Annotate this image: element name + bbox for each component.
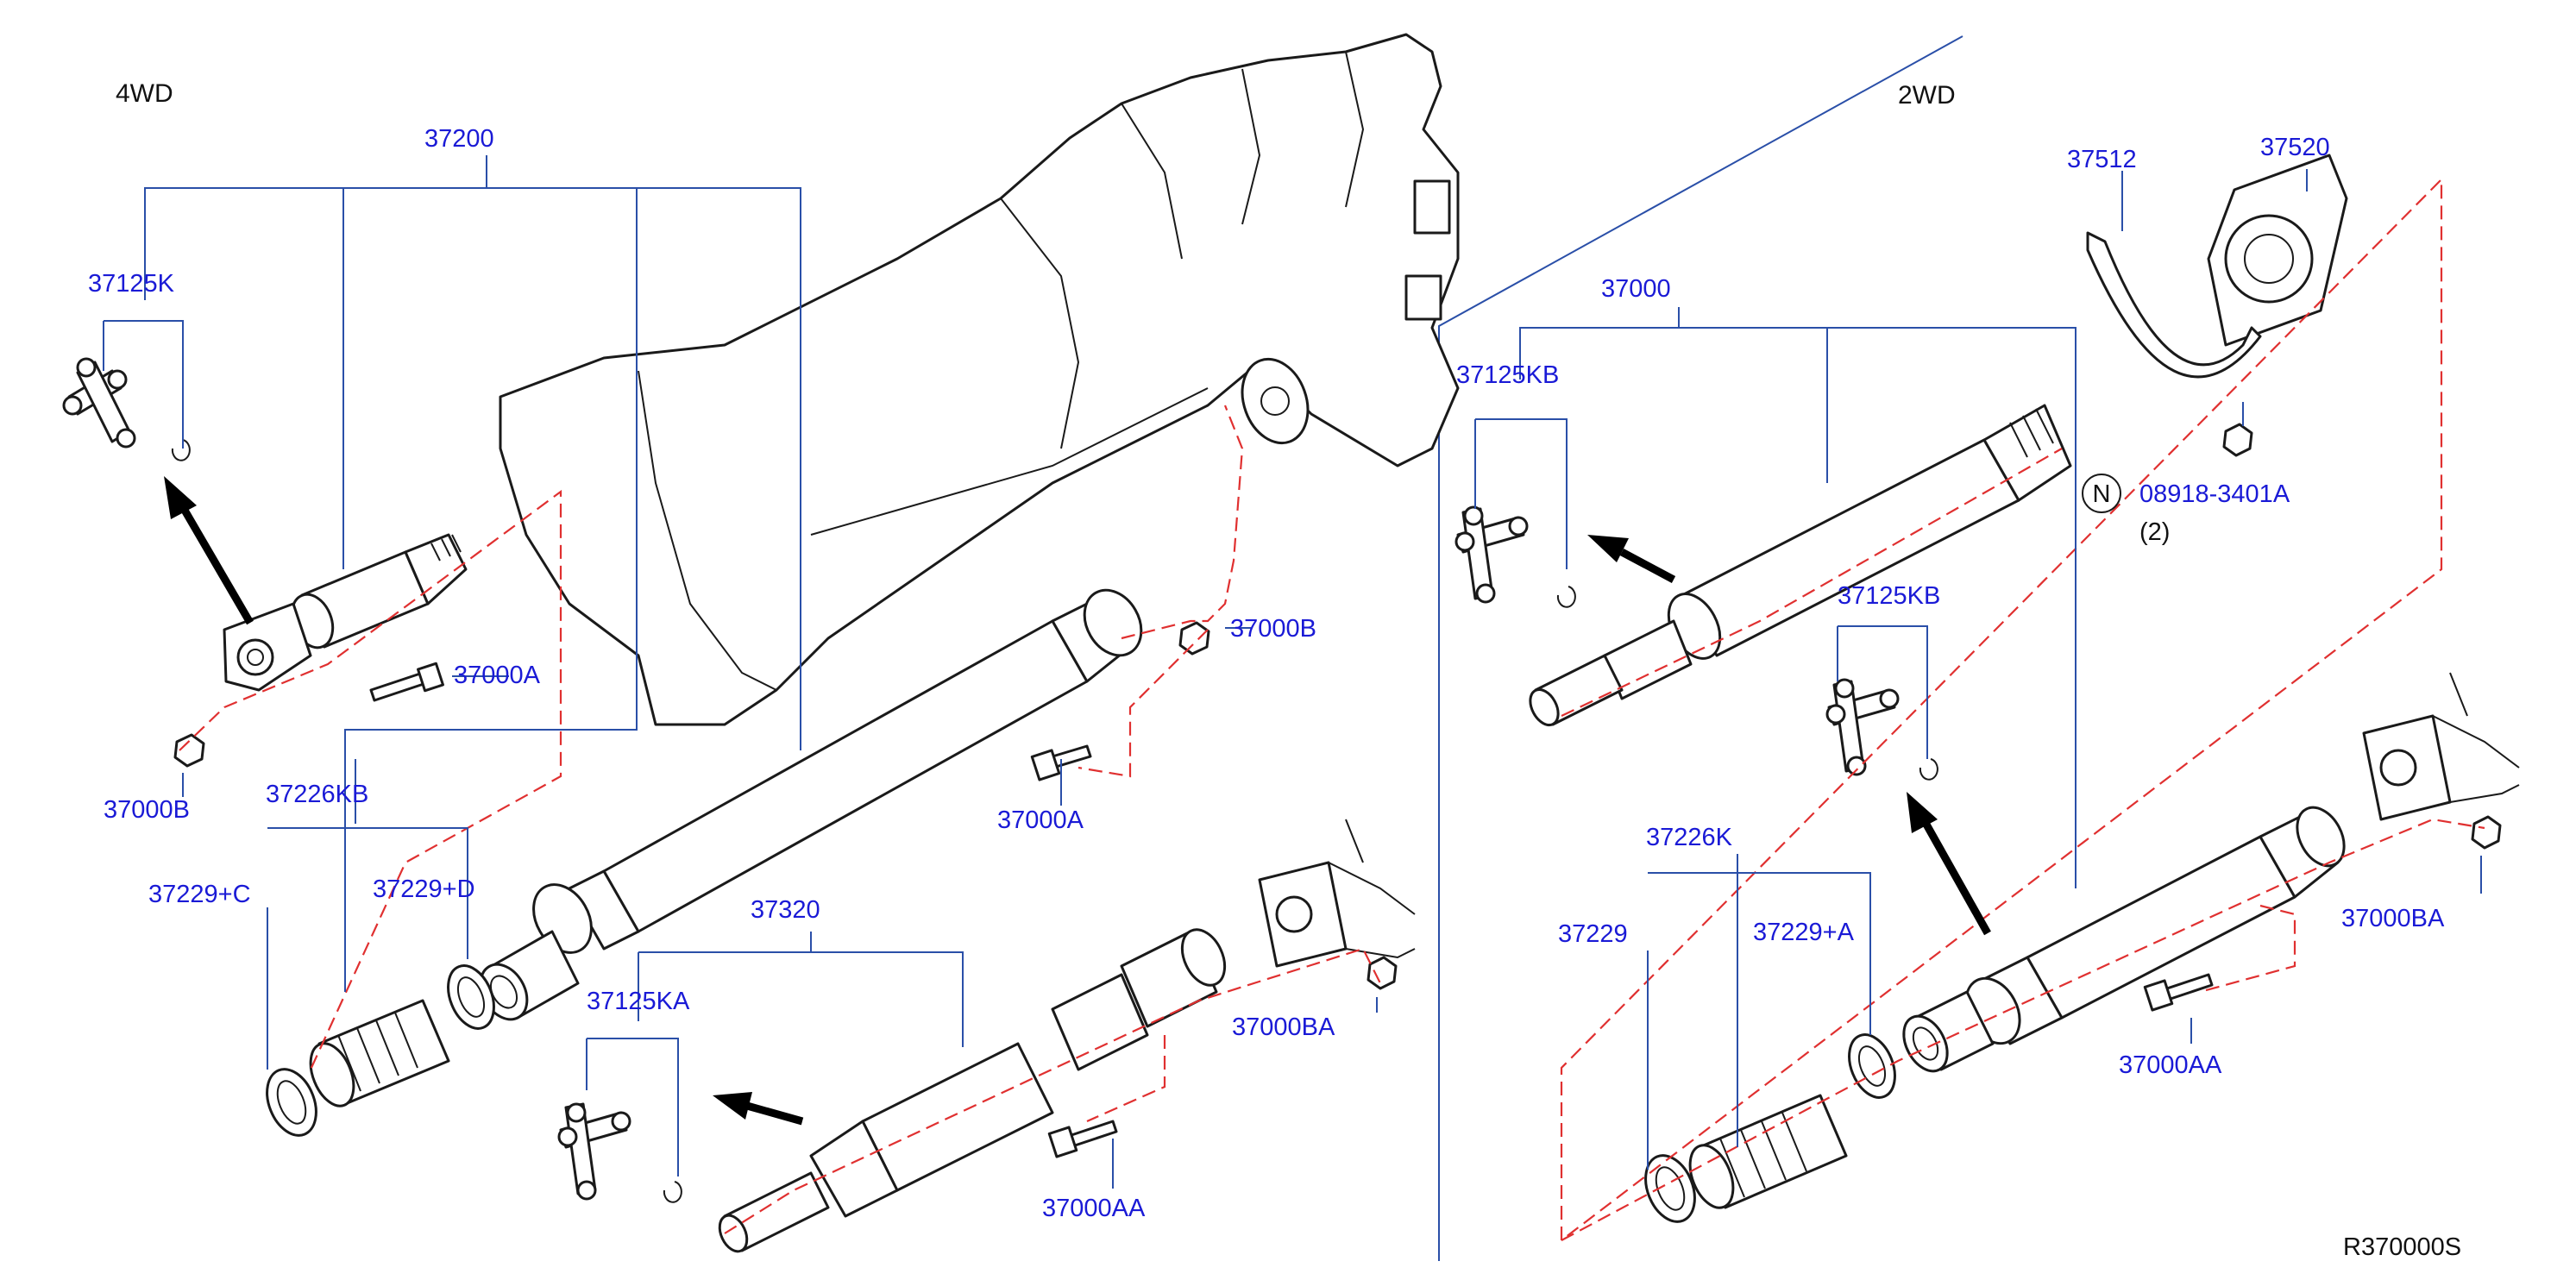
label-37200: 37200 [424, 125, 494, 153]
universal-joint-4wd-front [62, 357, 191, 461]
direction-arrows [164, 476, 1991, 1126]
label-37125kb-center: 37125KB [1838, 582, 1940, 610]
label-37320: 37320 [751, 896, 820, 924]
label-37000a-front: 37000A [454, 662, 541, 689]
label-37000ba-4wd: 37000BA [1232, 1013, 1335, 1041]
section-divider [1438, 35, 1963, 1261]
section-label-4wd: 4WD [116, 79, 173, 108]
section-label-2wd: 2WD [1898, 81, 1956, 110]
label-37229c: 37229+C [148, 881, 251, 908]
center-bearing-2wd [2086, 154, 2348, 457]
label-37520: 37520 [2260, 134, 2330, 161]
label-37125ka: 37125KA [587, 988, 690, 1015]
label-37125k: 37125K [88, 270, 175, 298]
label-qty-2: (2) [2139, 518, 2170, 546]
universal-joint-4wd-rear [557, 1102, 682, 1203]
label-37226k: 37226K [1646, 824, 1733, 851]
label-37000a-rear: 37000A [997, 806, 1084, 834]
universal-joint-2wd-front [1454, 505, 1576, 608]
dashed-assembly-lines [179, 177, 2485, 1241]
label-08918-3401a: 08918-3401A [2139, 480, 2290, 508]
label-37229d: 37229+D [373, 875, 475, 903]
label-37000: 37000 [1601, 275, 1671, 303]
label-37229: 37229 [1558, 920, 1628, 948]
front-shaft-2wd [1529, 404, 2072, 727]
main-propeller-shaft-4wd [479, 588, 1143, 1021]
rear-shaft-2wd [1902, 672, 2520, 1073]
figure-id: R370000S [2343, 1233, 2461, 1261]
label-37000b-front: 37000B [104, 796, 190, 824]
label-37226kb: 37226KB [266, 781, 368, 808]
universal-joint-2wd-center [1825, 678, 1938, 781]
fasteners-4wd [173, 621, 1398, 1158]
n-circle-letter: N [2093, 480, 2111, 508]
front-propeller-shaft-4wd [223, 533, 468, 692]
leader-lines [103, 155, 2482, 1189]
label-37512: 37512 [2067, 146, 2137, 173]
label-37229a: 37229+A [1753, 919, 1855, 946]
label-37000aa-4wd: 37000AA [1042, 1195, 1146, 1222]
label-37000ba-2wd: 37000BA [2341, 905, 2445, 932]
n-circle-icon [2082, 474, 2121, 513]
label-37000aa-2wd: 37000AA [2119, 1051, 2222, 1079]
label-37125kb-front: 37125KB [1456, 361, 1559, 389]
boot-assembly-4wd [266, 964, 495, 1137]
label-37000b-rear: 37000B [1230, 615, 1316, 643]
transmission-outline [499, 33, 1460, 726]
